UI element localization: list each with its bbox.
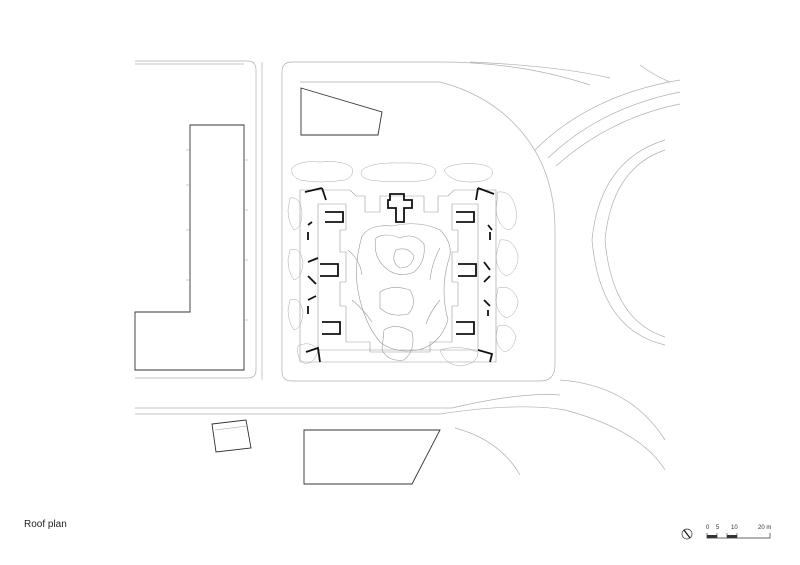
scale-label-10: 10 bbox=[731, 525, 738, 531]
north-arrow-icon bbox=[681, 528, 693, 540]
existing-north-building bbox=[300, 87, 383, 136]
residential-complex bbox=[299, 187, 497, 363]
courtyard bbox=[347, 223, 451, 361]
existing-small-house bbox=[211, 419, 252, 453]
scale-label-20m: 20 m bbox=[758, 525, 771, 531]
scale-label-5: 5 bbox=[716, 525, 720, 531]
existing-buildings bbox=[134, 87, 441, 485]
existing-south-building bbox=[303, 429, 441, 485]
road-edges bbox=[135, 60, 681, 476]
drawing-title: Roof plan bbox=[24, 519, 67, 530]
existing-slab-building bbox=[134, 124, 245, 371]
scale-label-0: 0 bbox=[706, 525, 710, 531]
landscape-trees bbox=[287, 161, 519, 367]
scale-bar: 0 5 10 20 m bbox=[706, 525, 771, 539]
